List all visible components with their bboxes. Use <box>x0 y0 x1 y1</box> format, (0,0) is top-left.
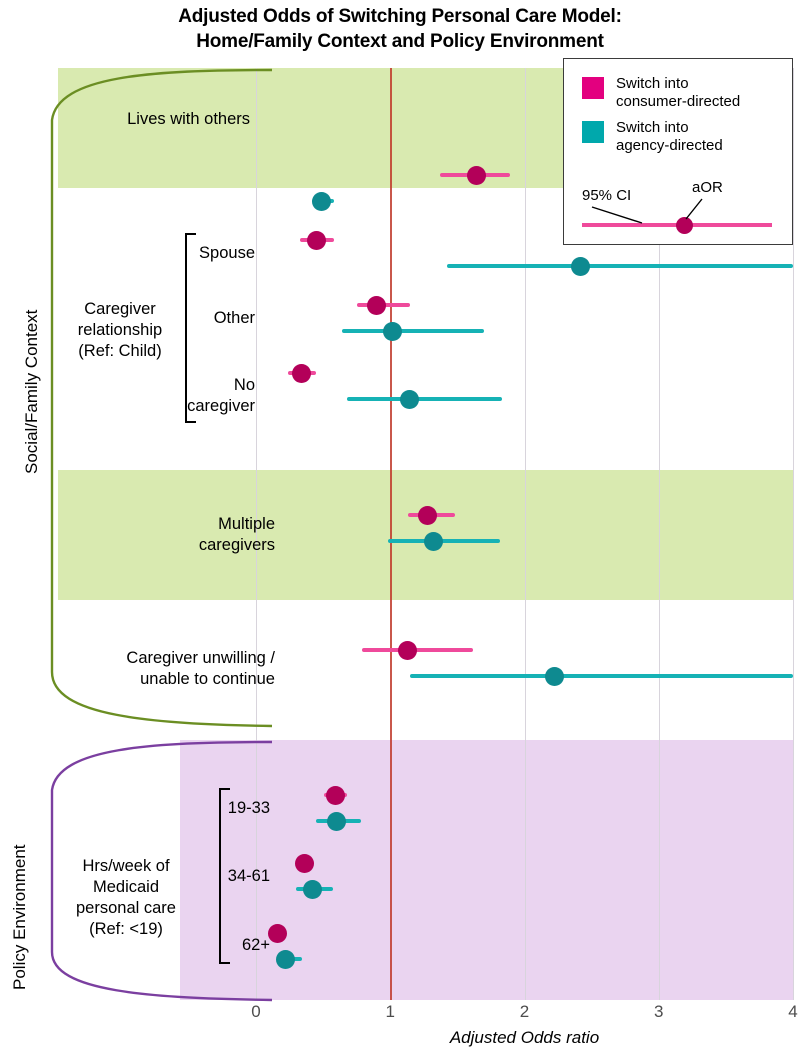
aor-dot-agency-row-6 <box>327 811 347 831</box>
row-label-multiple-caregivers-line-1: Multiple <box>218 515 275 533</box>
row-label-lives-with-others: Lives with others <box>127 110 250 128</box>
legend-swatch-agency-directed <box>582 121 604 143</box>
x-tick-label-3: 3 <box>654 1002 664 1021</box>
group-label-caregiver-relationship-line-2: relationship <box>77 321 163 339</box>
aor-dot-consumer-row-8 <box>267 923 287 943</box>
bracket-hrs-medicaid <box>219 788 230 964</box>
legend-label-agency-directed-line-1: Switch into <box>616 119 689 136</box>
ci-bar-agency-row-3 <box>347 397 502 401</box>
title-line-1: Adjusted Odds of Switching Personal Care… <box>178 6 622 27</box>
legend-label-aor: aOR <box>692 179 723 196</box>
x-tick-label-2: 2 <box>519 1002 530 1021</box>
page-title: Adjusted Odds of Switching Personal Care… <box>0 4 800 54</box>
group-label-hrs-medicaid-line-3: personal care <box>76 899 176 917</box>
gridline-2 <box>524 68 526 1000</box>
aor-dot-agency-row-3 <box>399 389 419 409</box>
x-tick-label-0: 0 <box>251 1002 261 1021</box>
aor-dot-agency-row-0 <box>312 191 332 211</box>
aor-dot-consumer-row-1 <box>306 230 326 250</box>
row-label-multiple-caregivers-line-2: caregivers <box>198 536 275 554</box>
aor-dot-consumer-row-5 <box>398 640 418 660</box>
group-label-hrs-medicaid-line-1: Hrs/week of <box>82 857 170 875</box>
row-label-multiple-caregivers: Multiple caregivers <box>40 514 275 556</box>
section-label-policy-environment: Policy Environment <box>10 844 30 990</box>
row-label-19-33: 19-33 <box>227 799 270 817</box>
forest-plot-area <box>256 68 794 1000</box>
section-label-social-family-context: Social/Family Context <box>22 309 41 474</box>
group-label-caregiver-relationship-line-3: (Ref: Child) <box>78 342 162 360</box>
group-label-caregiver-relationship: Caregiver relationship (Ref: Child) <box>55 299 185 362</box>
ci-bar-agency-row-4 <box>387 539 501 543</box>
title-line-2: Home/Family Context and Policy Environme… <box>196 31 604 52</box>
aor-dot-agency-row-4 <box>423 531 443 551</box>
aor-dot-consumer-row-7 <box>294 853 314 873</box>
row-label-no-caregiver-line-1: No <box>233 376 255 394</box>
aor-dot-agency-row-8 <box>276 949 296 969</box>
row-label-no-caregiver-line-2: caregiver <box>187 397 255 415</box>
ci-bar-consumer-row-5 <box>362 648 474 652</box>
aor-dot-consumer-row-3 <box>292 363 312 383</box>
aor-dot-consumer-row-4 <box>418 505 438 525</box>
group-label-hrs-medicaid-line-2: Medicaid <box>92 878 160 896</box>
row-label-caregiver-unwilling-line-1: Caregiver unwilling / <box>126 649 275 667</box>
aor-dot-agency-row-2 <box>383 321 403 341</box>
row-label-spouse: Spouse <box>199 244 255 262</box>
gridline-4 <box>793 68 794 1000</box>
x-tick-label-1: 1 <box>385 1002 395 1021</box>
row-label-caregiver-unwilling-line-2: unable to continue <box>140 670 275 688</box>
section-label-policy-environment-text: Policy Environment <box>10 844 29 990</box>
legend-sample-aor-dot <box>675 216 693 234</box>
legend-label-agency-directed-line-2: agency-directed <box>616 137 723 154</box>
legend-label-agency-directed: Switch into agency-directed <box>616 119 781 155</box>
legend-label-consumer-directed-line-1: Switch into <box>616 75 689 92</box>
row-label-no-caregiver: No caregiver <box>40 375 255 417</box>
legend-label-consumer-directed-line-2: consumer-directed <box>616 93 741 110</box>
group-label-hrs-medicaid: Hrs/week of Medicaid personal care (Ref:… <box>62 856 190 940</box>
ci-bar-agency-row-2 <box>341 329 485 333</box>
group-label-caregiver-relationship-line-1: Caregiver <box>84 300 156 318</box>
aor-dot-consumer-row-6 <box>325 785 345 805</box>
bracket-caregiver-relationship <box>185 233 196 423</box>
legend-label-consumer-directed: Switch into consumer-directed <box>616 75 781 111</box>
reference-line-at-1 <box>390 68 392 1000</box>
aor-dot-agency-row-5 <box>544 666 564 686</box>
legend: Switch into consumer-directed Switch int… <box>563 58 793 245</box>
ci-bar-agency-row-5 <box>410 674 793 678</box>
aor-dot-consumer-row-0 <box>466 165 486 185</box>
gridline-3 <box>658 68 660 1000</box>
ci-bar-agency-row-1 <box>446 264 793 268</box>
row-label-caregiver-unwilling: Caregiver unwilling / unable to continue <box>10 648 275 690</box>
legend-swatch-consumer-directed <box>582 77 604 99</box>
x-axis-title: Adjusted Odds ratio <box>449 1028 600 1047</box>
group-label-hrs-medicaid-line-4: (Ref: <19) <box>89 920 163 938</box>
legend-label-95-ci: 95% CI <box>582 187 632 204</box>
x-tick-label-4: 4 <box>788 1002 798 1021</box>
aor-dot-agency-row-7 <box>302 879 322 899</box>
aor-dot-consumer-row-2 <box>367 295 387 315</box>
aor-dot-agency-row-1 <box>571 256 591 276</box>
